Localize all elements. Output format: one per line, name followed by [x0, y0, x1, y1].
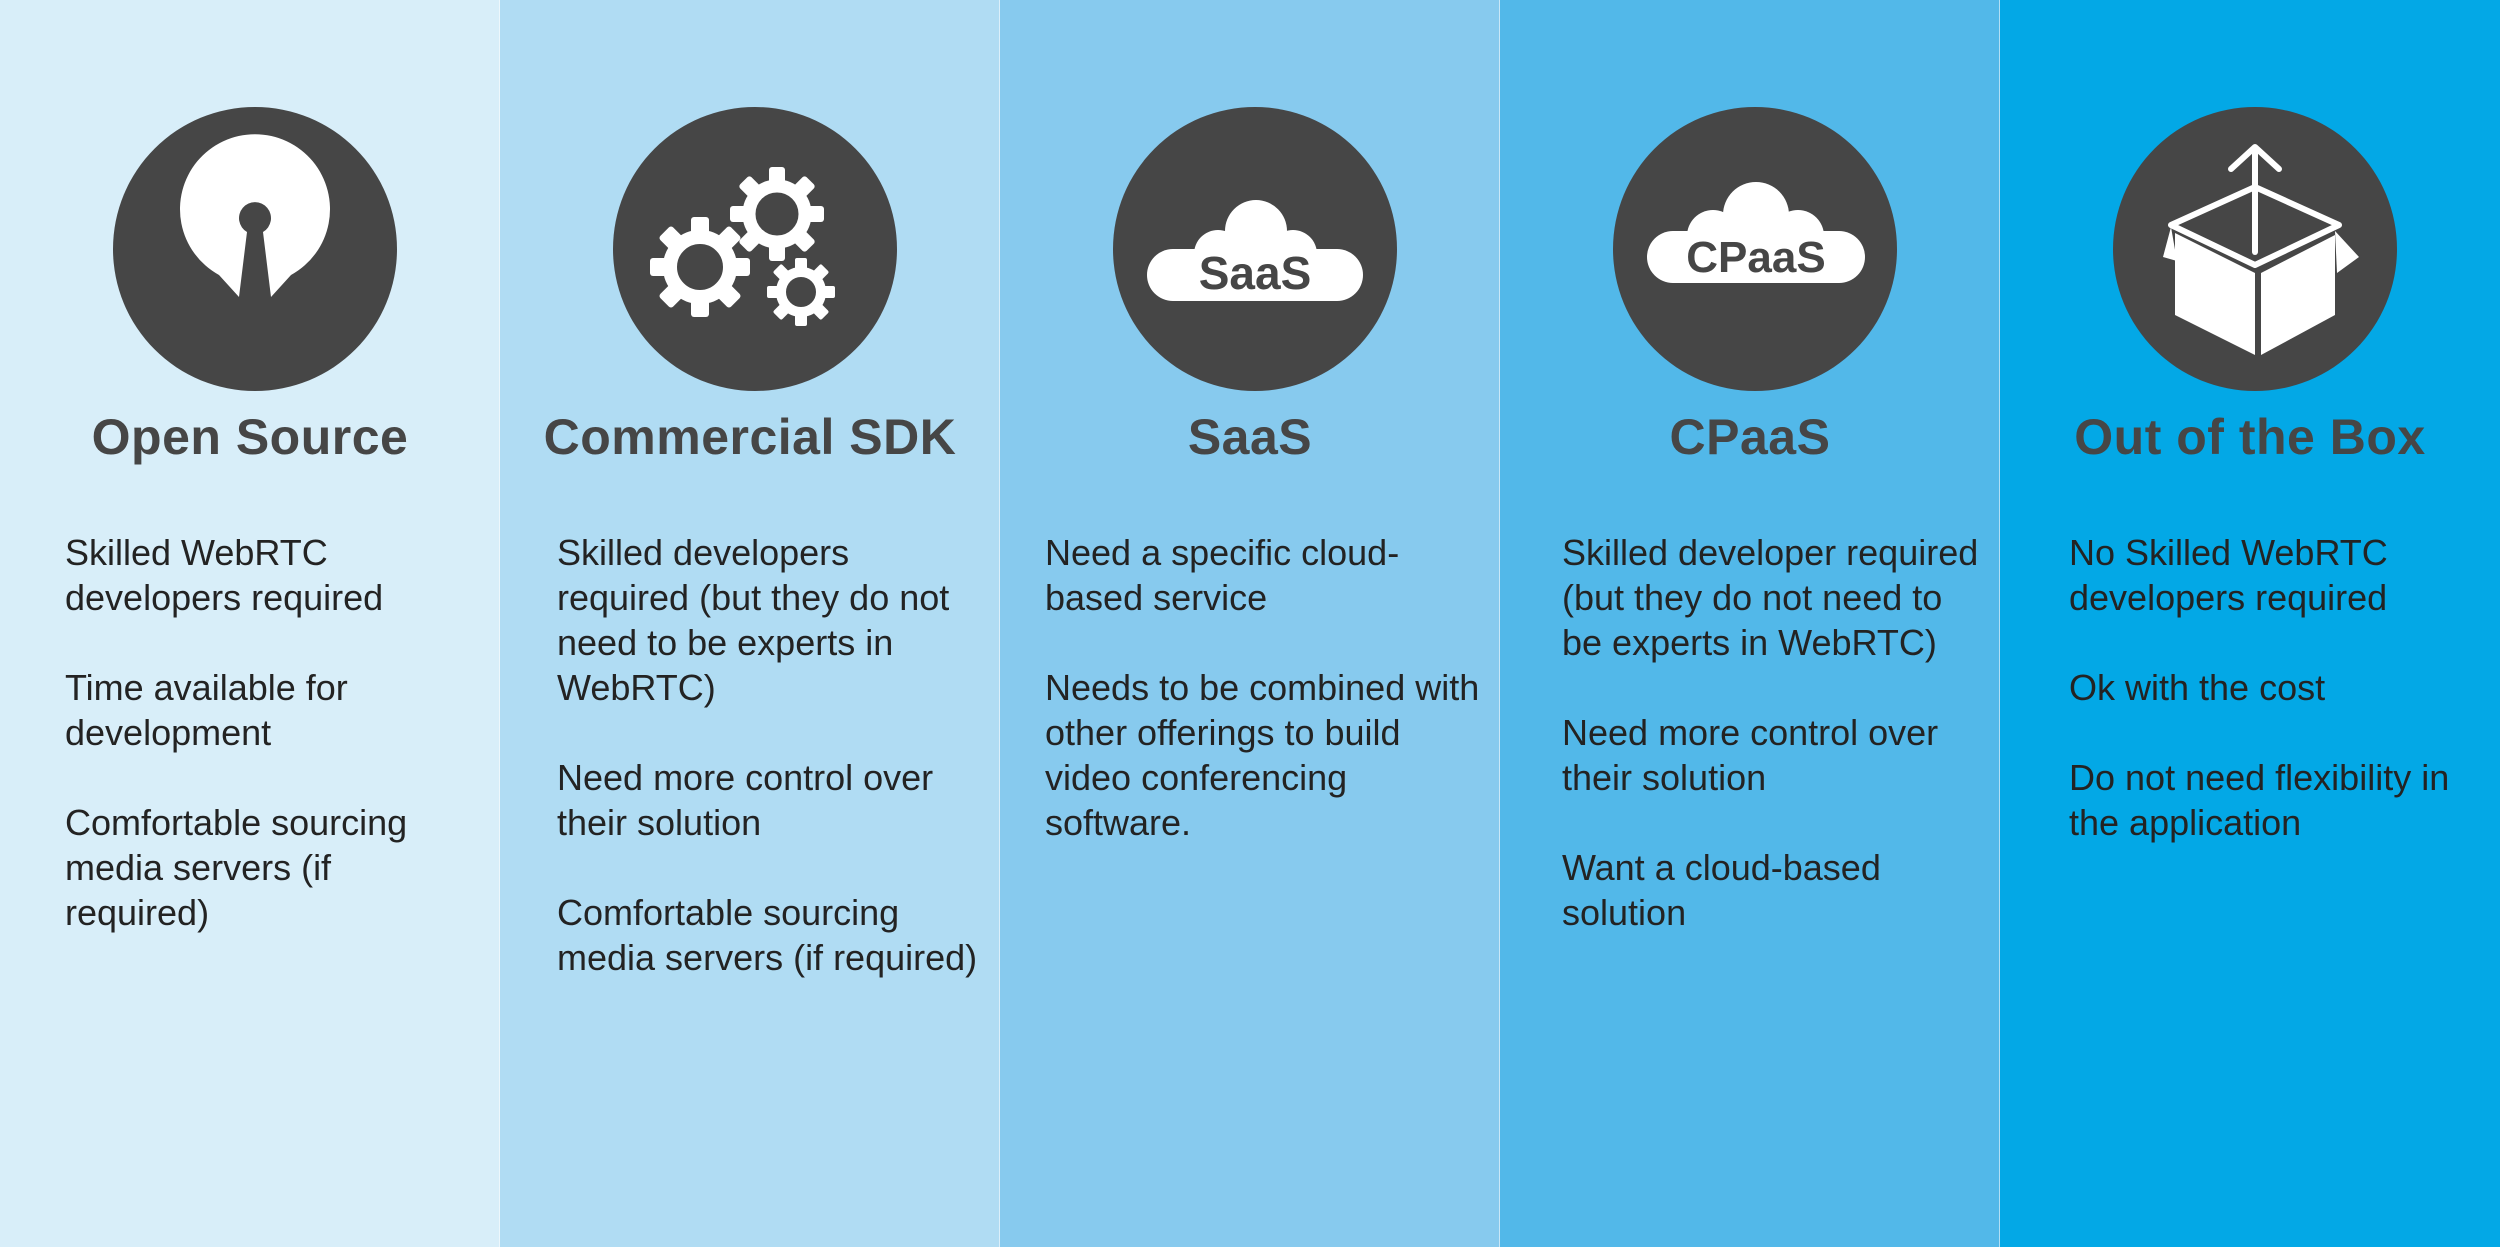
list-item: No Skilled WebRTC developers required: [2069, 532, 2388, 618]
list-item: Do not need flexibility in the applicati…: [2069, 757, 2450, 843]
requirements-list: Skilled developer required (but they do …: [1562, 530, 1992, 980]
column-title: Commercial SDK: [543, 409, 957, 465]
column-open-source: Open Source Skilled WebRTC developers re…: [0, 0, 500, 1247]
open-source-icon: [180, 134, 331, 297]
list-item: Want a cloud-based solution: [1562, 847, 1881, 933]
column-title: CPaaS: [1669, 409, 1831, 465]
column-commercial-sdk: Commercial SDK Skilled developers requir…: [500, 0, 1000, 1247]
saas-cloud-label: SaaS: [1199, 247, 1312, 299]
list-item: Comfortable sourcing media servers (if r…: [557, 892, 978, 978]
list-item: Need a specific cloud-based service: [1045, 532, 1400, 618]
column-title: Open Source: [91, 409, 409, 465]
cpaas-cloud-icon: CPaaS: [1647, 182, 1865, 283]
cpaas-cloud-label: CPaaS: [1686, 233, 1825, 282]
gears-icon: [650, 167, 835, 326]
box-icon: [2163, 144, 2359, 355]
list-item: Needs to be combined with other offering…: [1045, 667, 1480, 843]
icon-circle: SaaS: [1113, 107, 1397, 391]
list-item: Skilled WebRTC developers required: [65, 532, 384, 618]
column-out-of-the-box: Out of the Box No Skilled WebRTC develop…: [2000, 0, 2500, 1247]
list-item: Ok with the cost: [2069, 667, 2326, 708]
icon-circle: [2113, 107, 2397, 391]
requirements-list: Skilled developers required (but they do…: [557, 530, 987, 1025]
saas-cloud-icon: SaaS: [1147, 200, 1363, 301]
list-item: Skilled developers required (but they do…: [557, 532, 950, 708]
column-cpaas: CPaaS CPaaS Skilled developer required (…: [1500, 0, 2000, 1247]
requirements-list: Need a specific cloud-based service Need…: [1045, 530, 1485, 890]
requirements-list: Skilled WebRTC developers required Time …: [65, 530, 485, 980]
list-item: Need more control over their solution: [1562, 712, 1939, 798]
requirements-list: No Skilled WebRTC developers required Ok…: [2069, 530, 2494, 890]
list-item: Skilled developer required (but they do …: [1562, 532, 1979, 663]
icon-circle: [613, 107, 897, 391]
icon-circle: [113, 107, 397, 391]
column-saas: SaaS SaaS Need a specific cloud-based se…: [1000, 0, 1500, 1247]
column-title: SaaS: [1187, 409, 1313, 465]
column-title: Out of the Box: [2074, 409, 2426, 465]
list-item: Comfortable sourcing media servers (if r…: [65, 802, 408, 933]
icon-circle: CPaaS: [1613, 107, 1897, 391]
list-item: Time available for development: [65, 667, 348, 753]
list-item: Need more control over their solution: [557, 757, 934, 843]
